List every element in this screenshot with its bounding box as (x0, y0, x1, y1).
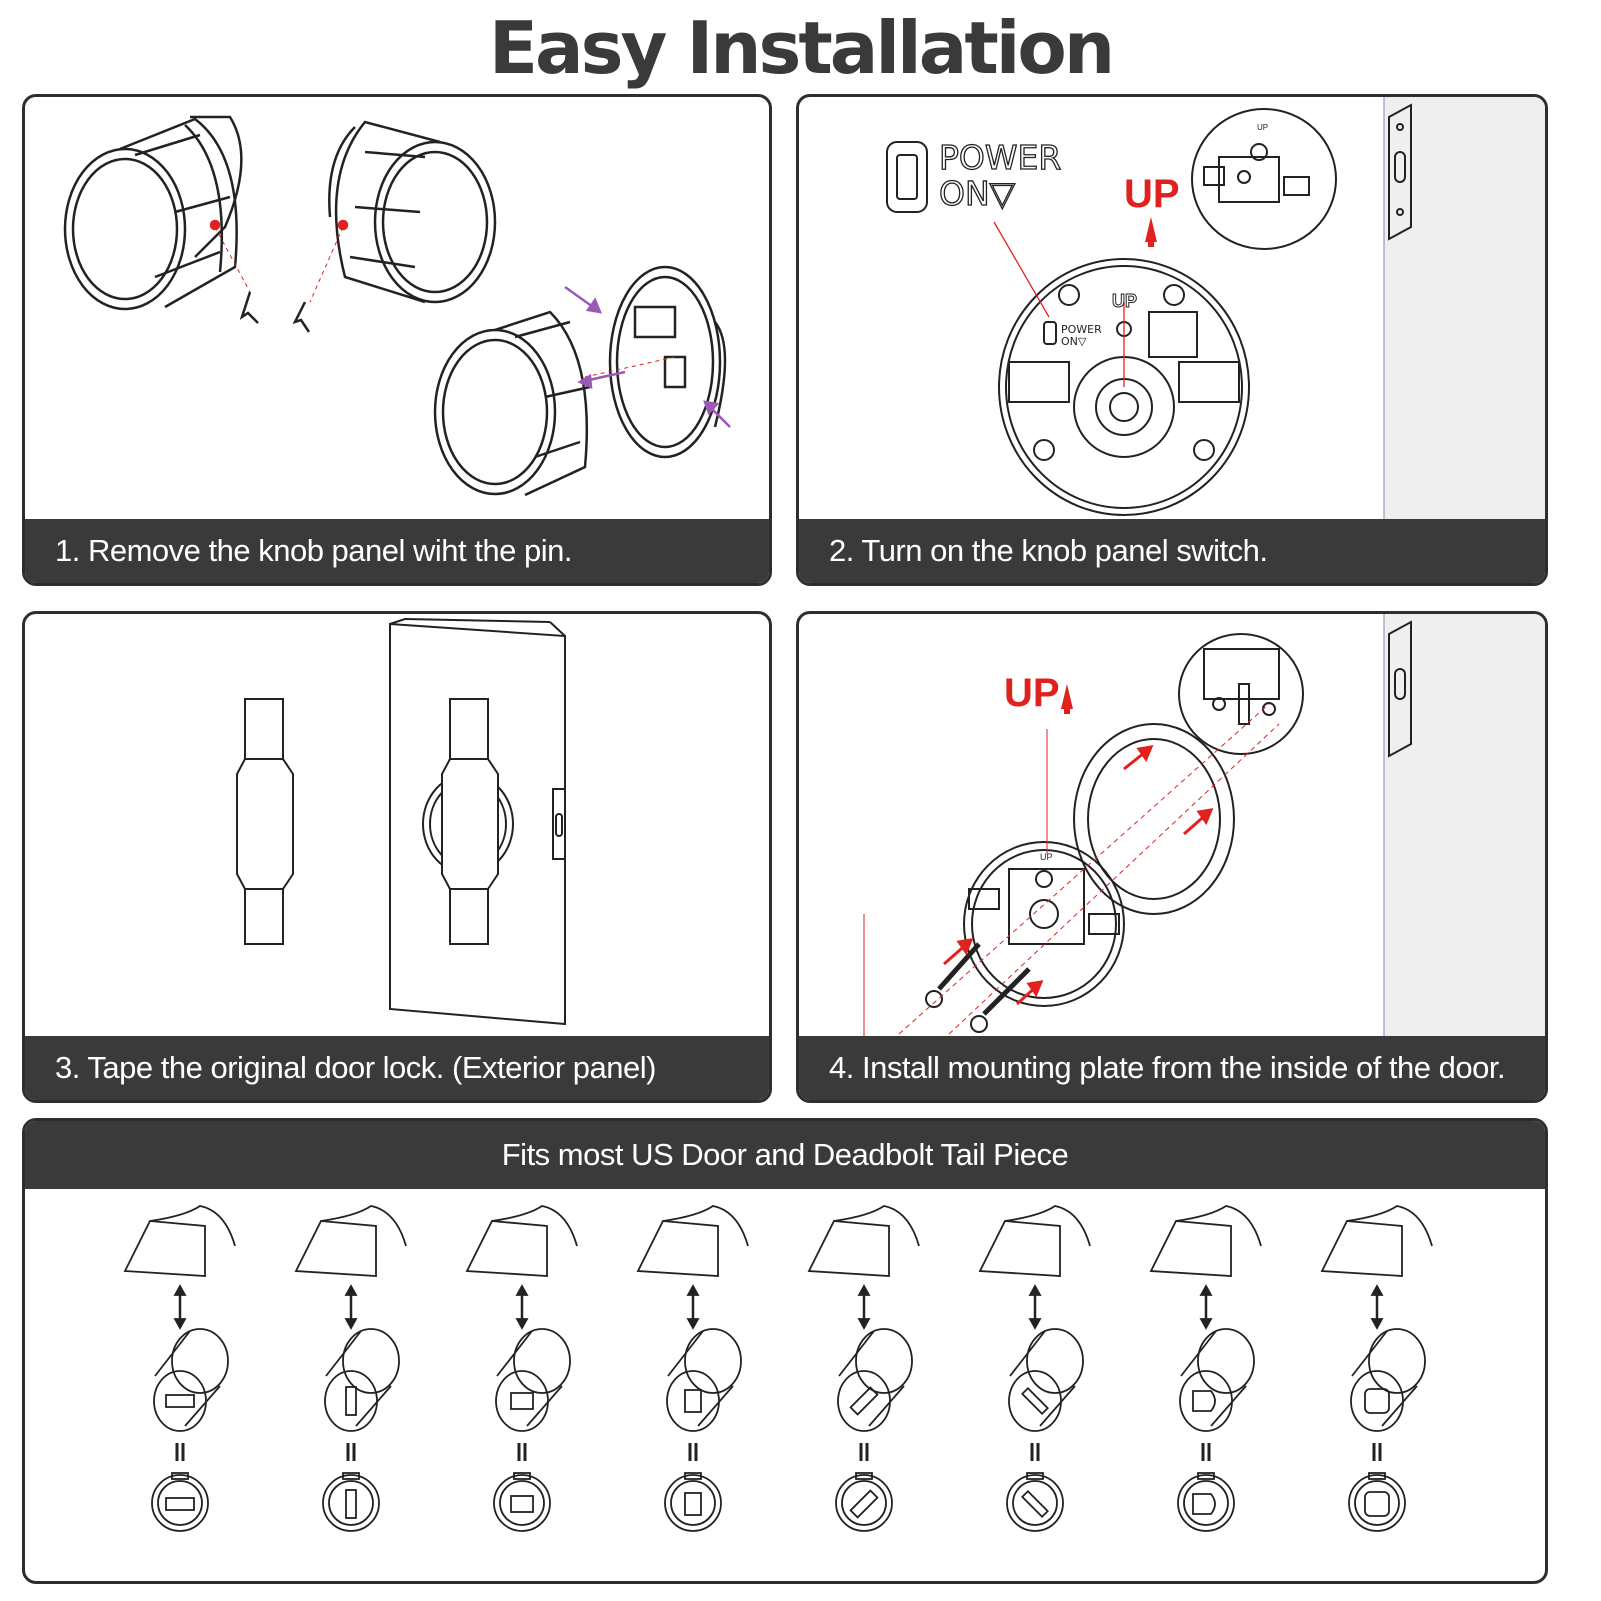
up-label: UP (1124, 172, 1180, 216)
up-label-step-4: UP (1004, 671, 1060, 715)
tailpiece-header: Fits most US Door and Deadbolt Tail Piec… (25, 1121, 1545, 1189)
plate-up-stamp-step-4: UP (1040, 852, 1053, 862)
tailpiece-item-thin-diagonal (978, 1205, 1091, 1532)
step-3-panel: 3. Tape the original door lock. (Exterio… (22, 611, 772, 1103)
tailpiece-grid (123, 1205, 1433, 1532)
tailpiece-item-small-rect (465, 1205, 578, 1532)
power-label-small: POWER (1061, 323, 1102, 336)
page-title: Easy Installation (488, 6, 1115, 90)
knob-left-illustration (63, 115, 259, 324)
tape-lock-illustration (236, 618, 566, 1026)
step-1-panel: 1. Remove the knob panel wiht the pin. (22, 94, 772, 586)
tailpiece-item-flat-wide (123, 1205, 236, 1532)
plate-up-stamp: UP (1112, 291, 1137, 311)
tailpiece-item-narrow-rect (294, 1205, 407, 1532)
tape-strip-illustration (236, 698, 294, 945)
knob-and-plate-illustration (433, 265, 727, 497)
knob-removal-illustration (63, 115, 731, 497)
step-2-caption: 2. Turn on the knob panel switch. (799, 519, 1545, 583)
power-switch-icon (886, 141, 928, 213)
knob-right-illustration (292, 120, 497, 333)
power-label-large: POWER (939, 138, 1061, 177)
mounting-plate-illustration: UP UP (863, 614, 1545, 1036)
zoom-up-stamp: UP (1257, 123, 1268, 132)
tailpiece-item-square (636, 1205, 749, 1532)
tailpiece-item-d-shape (1149, 1205, 1262, 1532)
step-3-caption: 3. Tape the original door lock. (Exterio… (25, 1036, 769, 1100)
tailpiece-compatibility-panel: Fits most US Door and Deadbolt Tail Piec… (22, 1118, 1548, 1584)
step-2-panel: POWER ON▽ UP UP POWER ON▽ UP 2. Turn on … (796, 94, 1548, 586)
power-switch-illustration: POWER ON▽ UP UP POWER ON▽ UP (886, 97, 1545, 519)
door-illustration (389, 622, 566, 1026)
step-4-caption: 4. Install mounting plate from the insid… (799, 1036, 1545, 1100)
tailpiece-item-flat-diagonal (807, 1205, 920, 1532)
power-on-label-small: ON▽ (1061, 335, 1087, 348)
step-1-caption: 1. Remove the knob panel wiht the pin. (25, 519, 769, 583)
power-on-label-large: ON▽ (939, 174, 1016, 213)
step-4-panel: UP UP 4. Install mounting plate from the… (796, 611, 1548, 1103)
tailpiece-item-rounded-square (1320, 1205, 1433, 1532)
